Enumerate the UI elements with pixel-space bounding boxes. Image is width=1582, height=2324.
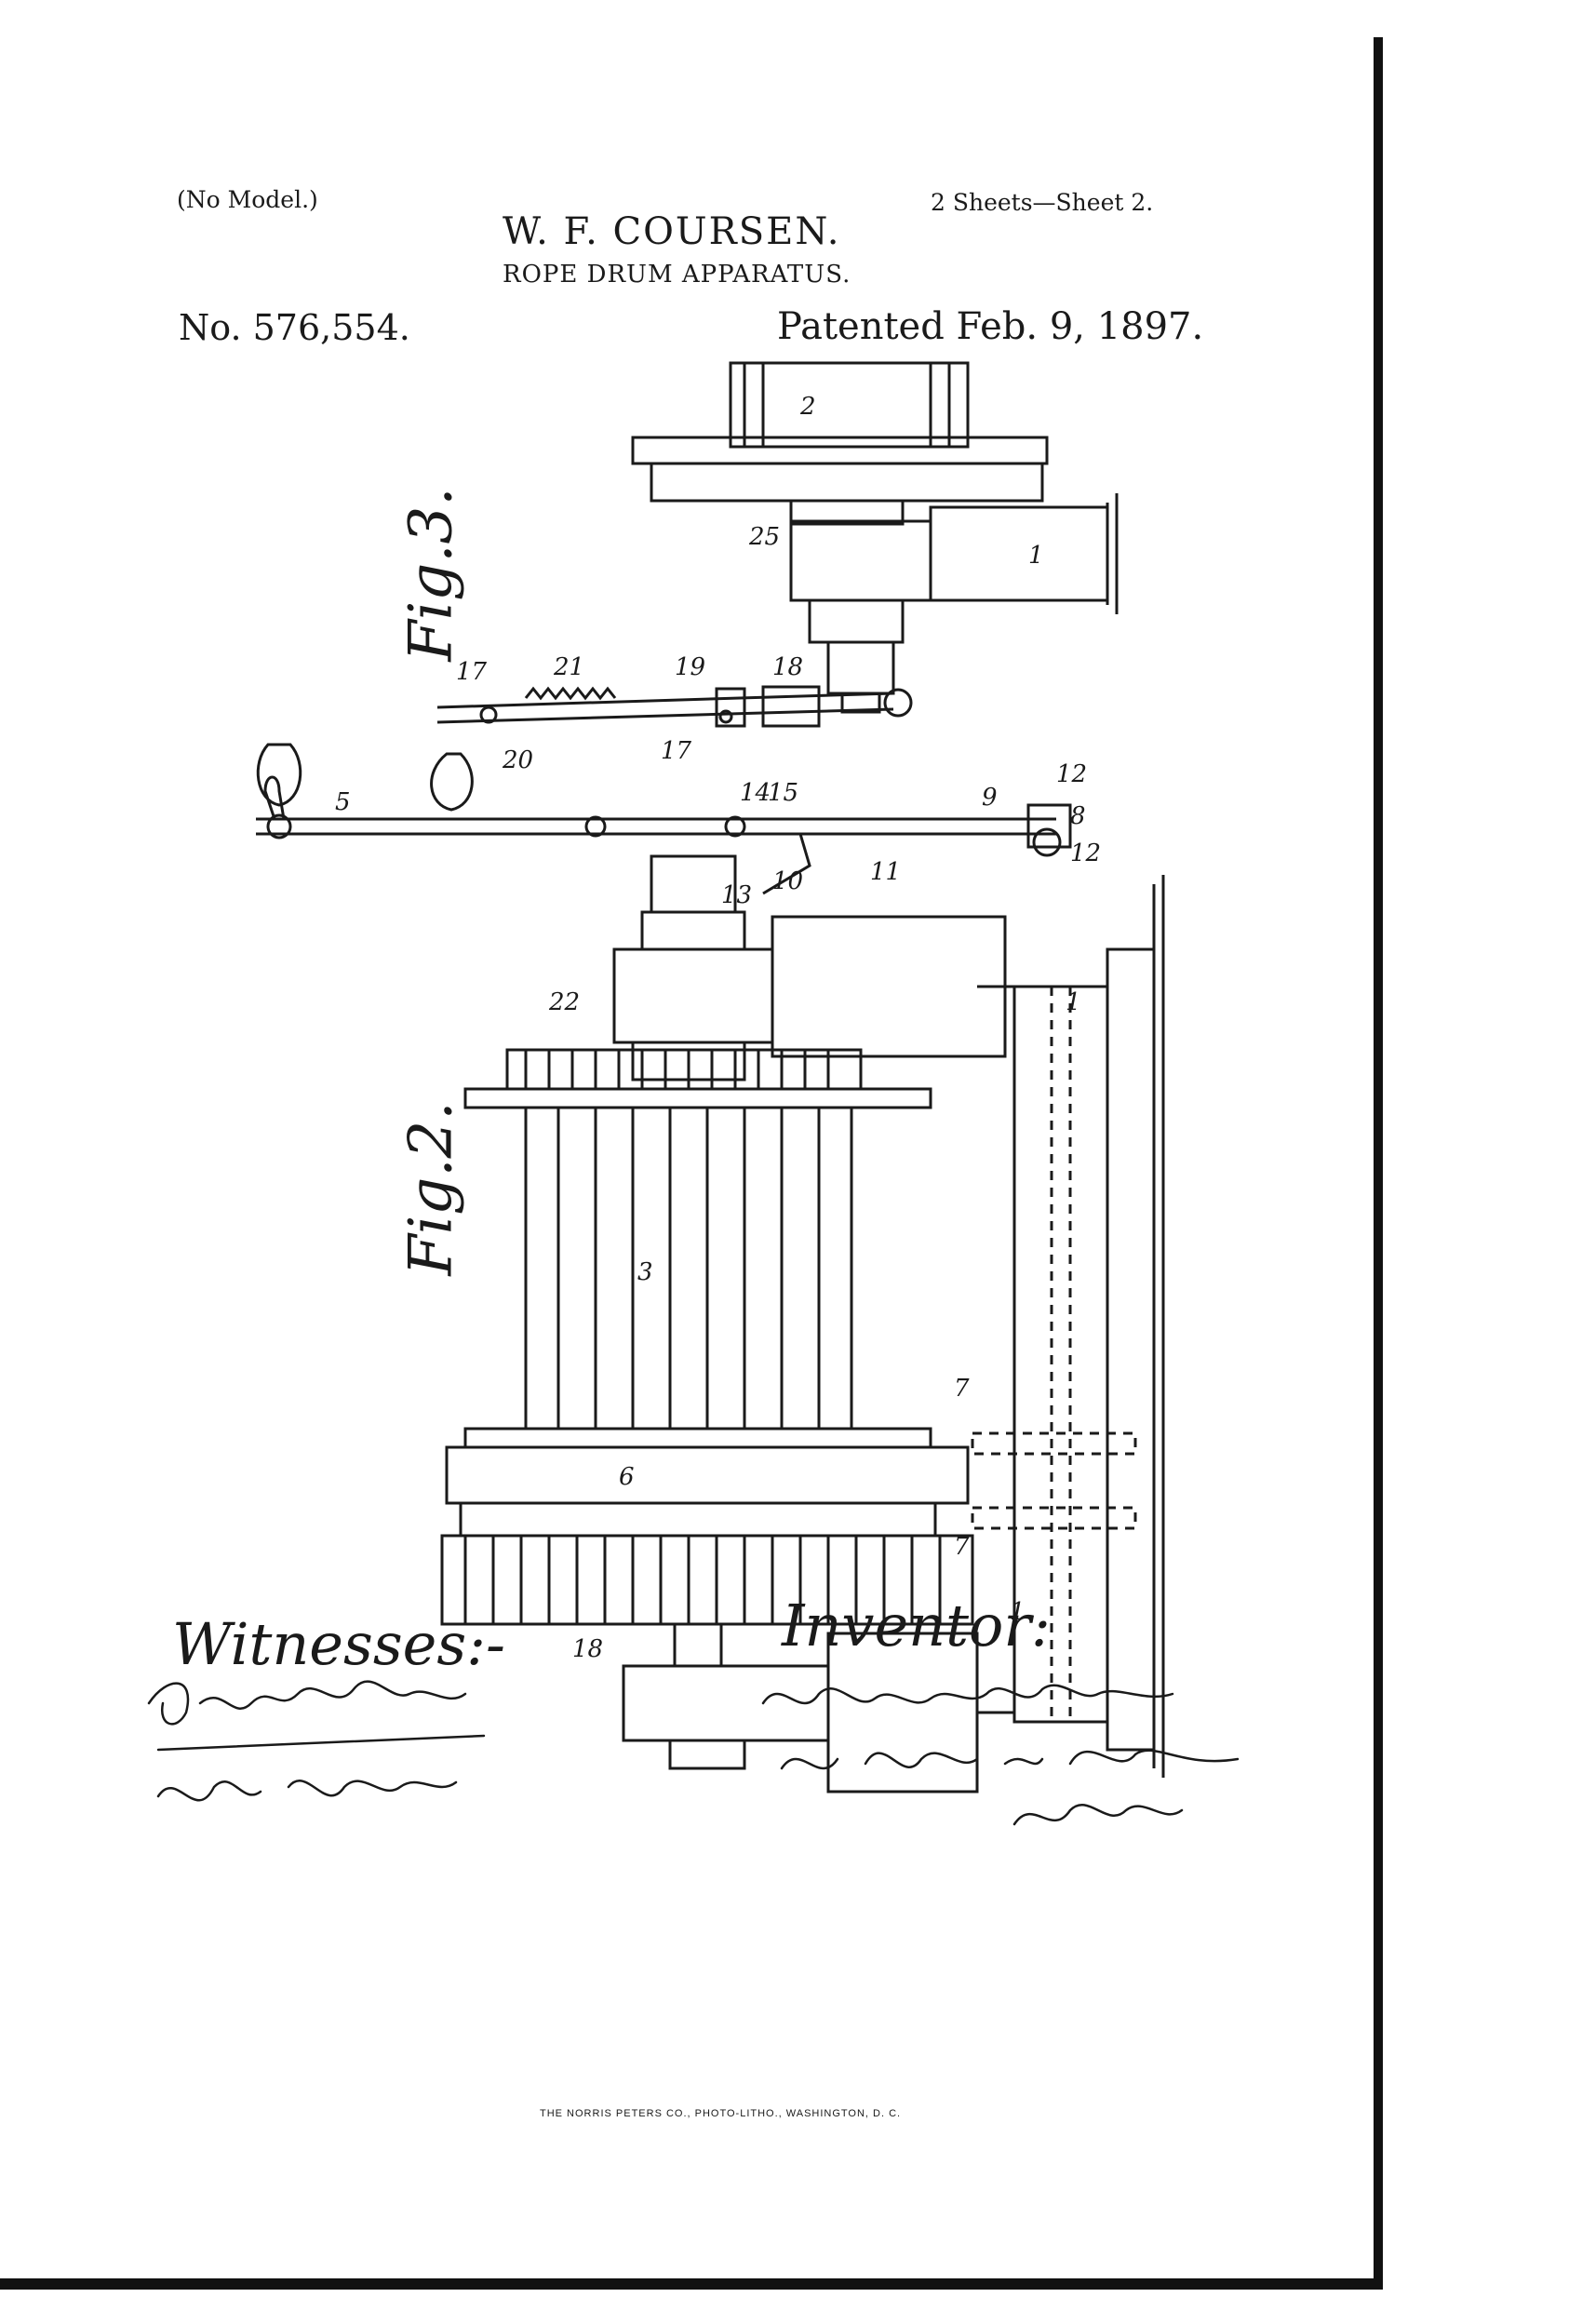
fig2-handle-lever (256, 743, 1072, 895)
patent-title: ROPE DRUM APPARATUS. (503, 261, 851, 289)
patent-date: Patented Feb. 9, 1897. (777, 305, 1204, 348)
ref-18-fig3: 18 (772, 653, 803, 681)
ref-6: 6 (619, 1463, 635, 1491)
witnesses-label: Witnesses:- (172, 1610, 505, 1678)
ref-13: 13 (721, 881, 752, 909)
fig3-bearing (789, 493, 1119, 714)
inventor-name: W. F. COURSEN. (503, 210, 841, 253)
ref-20: 20 (502, 746, 533, 774)
ref-10: 10 (772, 867, 803, 895)
reference-numerals: 2 25 1 18 19 21 17 20 17 5 14 15 13 10 1… (335, 393, 1101, 1663)
ref-25: 25 (748, 523, 780, 551)
inventor-signatures (761, 1684, 1240, 1826)
sheet-border-right (1374, 37, 1383, 2290)
ref-7-a: 7 (954, 1375, 970, 1403)
ref-17-b: 17 (661, 737, 692, 765)
ref-9: 9 (982, 784, 998, 812)
ref-19: 19 (675, 653, 705, 681)
patent-number: No. 576,554. (179, 307, 410, 348)
ref-5: 5 (335, 788, 351, 816)
fig2-frame (971, 875, 1165, 1778)
ref-11: 11 (870, 858, 901, 886)
sheet-count: 2 Sheets—Sheet 2. (931, 189, 1154, 216)
ref-22: 22 (548, 988, 580, 1016)
ref-8: 8 (1070, 802, 1086, 830)
sheet-border-bottom (0, 2278, 1383, 2290)
inventor-label: Inventor: (782, 1592, 1051, 1659)
ref-17-a: 17 (456, 658, 488, 686)
ref-14: 14 (740, 779, 771, 807)
ref-12-a: 12 (1056, 760, 1087, 788)
ref-2: 2 (799, 393, 816, 421)
ref-21: 21 (553, 653, 584, 681)
fig2-ratchet (612, 854, 1007, 1081)
ref-18-fig2: 18 (572, 1635, 603, 1663)
ref-12-b: 12 (1070, 840, 1101, 867)
ref-7-b: 7 (954, 1533, 970, 1561)
ref-3: 3 (637, 1258, 653, 1286)
fig3-drum-head (631, 361, 1049, 526)
ref-1-frame-b: 1 (1010, 1598, 1026, 1626)
printer-credit: THE NORRIS PETERS CO., PHOTO-LITHO., WAS… (540, 2108, 902, 2119)
ref-1-fig3: 1 (1028, 542, 1044, 570)
fig2-rope-drum (463, 1087, 932, 1449)
witness-signatures (147, 1680, 486, 1802)
fig3-pawl-lever (436, 685, 913, 728)
ref-1-frame-a: 1 (1066, 988, 1081, 1016)
model-note: (No Model.) (177, 186, 318, 213)
ref-15: 15 (768, 779, 798, 807)
